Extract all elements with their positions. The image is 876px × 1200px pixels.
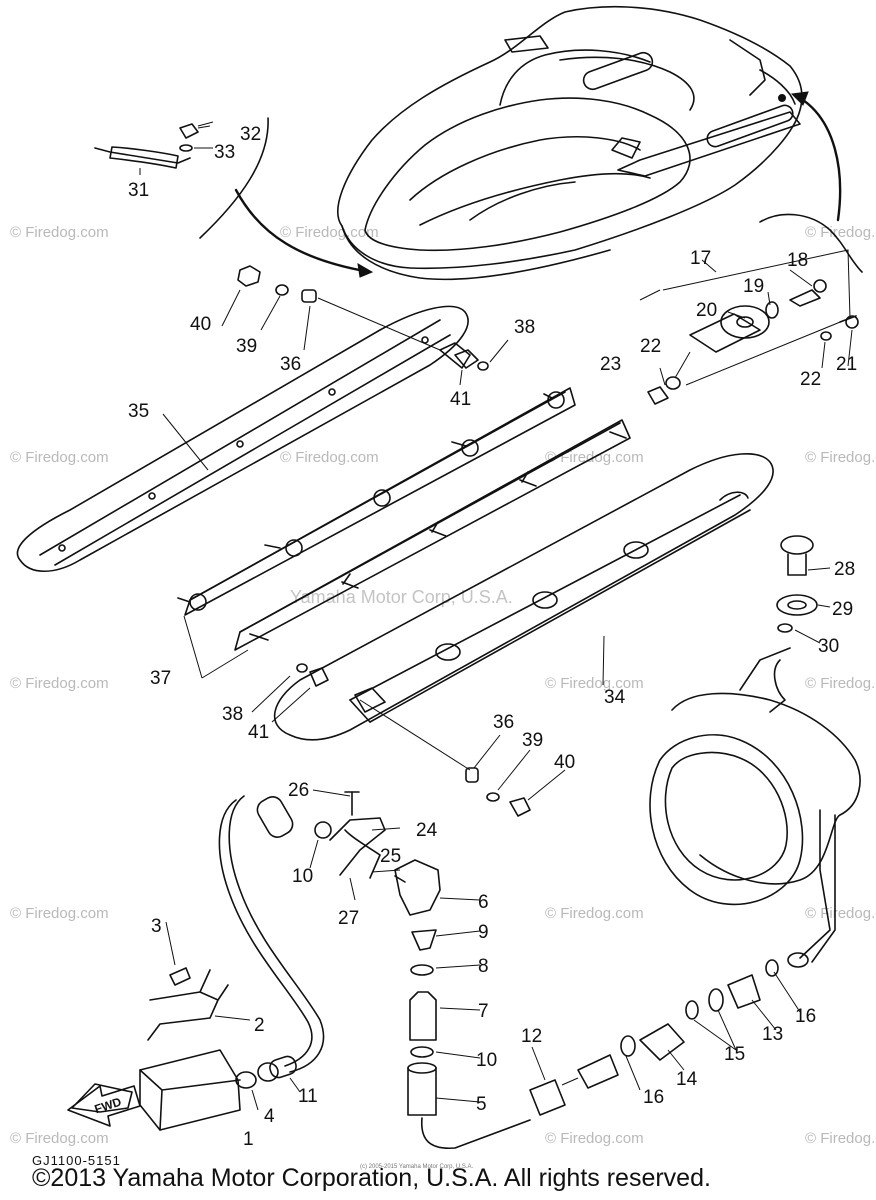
callout-23: 23 <box>600 354 621 375</box>
callout-5: 5 <box>476 1094 487 1115</box>
callout-34: 34 <box>604 687 626 708</box>
callout-29: 29 <box>832 599 853 620</box>
watermark-text: © Firedog.com <box>805 449 876 466</box>
callout-21: 21 <box>836 354 857 375</box>
callout-18: 18 <box>787 250 808 271</box>
callout-13: 13 <box>762 1024 783 1045</box>
callout-7: 7 <box>478 1001 489 1022</box>
watermark-text: © Firedog.com <box>805 1130 876 1147</box>
watermark-text: © Firedog.com <box>545 675 644 692</box>
callout-27: 27 <box>338 908 359 929</box>
callout-4: 4 <box>264 1106 275 1127</box>
watermark-center-text: Yamaha Motor Corp, U.S.A. <box>290 587 513 607</box>
watermark-text: © Firedog.com <box>280 449 379 466</box>
watermark-text: © Firedog.com <box>805 224 876 241</box>
callout-11: 11 <box>298 1086 318 1107</box>
callout-2: 2 <box>254 1015 265 1036</box>
callout-39: 39 <box>236 336 257 357</box>
callout-31: 31 <box>128 180 149 201</box>
callout-10a: 10 <box>292 866 313 887</box>
sponson-part-35 <box>16 305 471 572</box>
fine-print: (c) 2005-2015 Yamaha Motor Corp, U.S.A. <box>360 1164 473 1170</box>
callout-labels: 32 33 31 40 39 36 38 41 35 17 18 19 20 2… <box>128 124 857 1150</box>
watermark-text: © Firedog.com <box>545 1130 644 1147</box>
callout-16a: 16 <box>643 1087 664 1108</box>
watermark-text: © Firedog.com <box>805 675 876 692</box>
callout-3: 3 <box>151 916 162 937</box>
callout-10b: 10 <box>476 1050 497 1071</box>
callout-22b: 22 <box>800 369 821 390</box>
callout-36: 36 <box>280 354 301 375</box>
callout-38: 38 <box>514 317 535 338</box>
watermark-text: © Firedog.com <box>805 905 876 922</box>
watermark-text: © Firedog.com <box>10 905 109 922</box>
watermark-text: © Firedog.com <box>10 449 109 466</box>
hull-illustration <box>337 5 803 281</box>
callout-37: 37 <box>150 668 171 689</box>
watermark-layer: © Firedog.com © Firedog.com © Firedog.co… <box>10 224 876 1147</box>
callout-19: 19 <box>743 276 764 297</box>
callout-24: 24 <box>416 820 438 841</box>
callout-39b: 39 <box>522 730 543 751</box>
callout-25: 25 <box>380 846 401 867</box>
callout-9: 9 <box>478 922 489 943</box>
callout-40b: 40 <box>554 752 575 773</box>
callout-26: 26 <box>288 780 309 801</box>
callout-14: 14 <box>676 1069 698 1090</box>
callout-33: 33 <box>214 142 235 163</box>
callout-32: 32 <box>240 124 261 145</box>
callout-12: 12 <box>521 1026 542 1047</box>
callout-17: 17 <box>690 248 711 269</box>
nozzle-housing <box>649 647 861 968</box>
callout-36b: 36 <box>493 712 514 733</box>
callout-22a: 22 <box>640 336 661 357</box>
callout-35: 35 <box>128 401 149 422</box>
watermark-text: © Firedog.com <box>10 675 109 692</box>
water-plumbing <box>71 791 779 1149</box>
strips-part-37 <box>177 387 631 651</box>
callout-8: 8 <box>478 956 489 977</box>
callout-28: 28 <box>834 559 855 580</box>
hardware-items <box>237 265 531 817</box>
callout-40: 40 <box>190 314 211 335</box>
sponson-part-34 <box>273 453 774 741</box>
diagram-code: GJ1100-5151 <box>32 1153 121 1168</box>
callout-30: 30 <box>818 636 839 657</box>
pointer-arrows <box>199 91 863 278</box>
callout-6: 6 <box>478 892 489 913</box>
watermark-text: © Firedog.com <box>545 905 644 922</box>
callout-38b: 38 <box>222 704 243 725</box>
copyright-notice: ©2013 Yamaha Motor Corporation, U.S.A. A… <box>32 1164 711 1192</box>
strap-parts-31-33 <box>94 123 212 169</box>
watermark-text: © Firedog.com <box>10 224 109 241</box>
drain-parts-28-30 <box>776 535 818 633</box>
leader-lines <box>139 121 853 1111</box>
callout-20: 20 <box>696 300 717 321</box>
watermark-text: © Firedog.com <box>10 1130 109 1147</box>
callout-15: 15 <box>724 1044 745 1065</box>
watermark-text: © Firedog.com <box>280 224 379 241</box>
callout-16b: 16 <box>795 1006 816 1027</box>
callout-41: 41 <box>450 389 471 410</box>
callout-1: 1 <box>243 1129 254 1150</box>
cover-plate-group <box>639 249 859 405</box>
callout-41b: 41 <box>248 722 269 743</box>
